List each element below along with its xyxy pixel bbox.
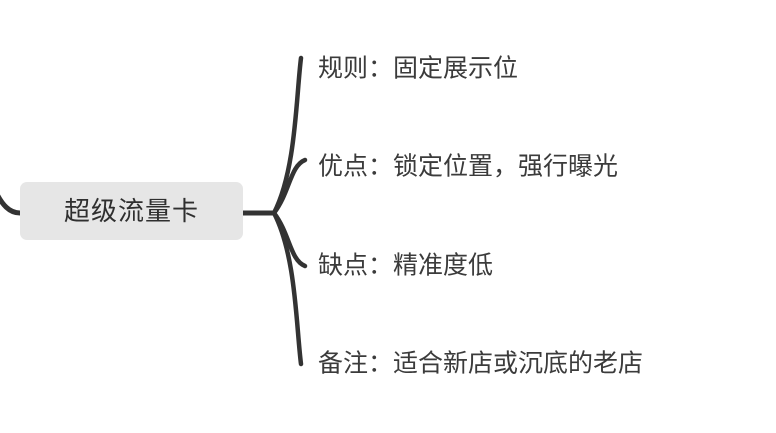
branch-node-label: 规则：固定展示位 — [318, 54, 519, 83]
branch-connector-0 — [271, 55, 304, 216]
branch-connector-2 — [271, 210, 308, 269]
root-node-label: 超级流量卡 — [63, 196, 199, 226]
branch-connector-1 — [271, 157, 308, 216]
incoming-parent-connector — [0, 194, 23, 216]
branch-node-disadvantage[interactable]: 缺点：精准度低 — [318, 251, 494, 280]
branch-node-rule[interactable]: 规则：固定展示位 — [318, 54, 519, 83]
branch-node-label: 备注：适合新店或沉底的老店 — [318, 349, 644, 378]
branch-node-label: 缺点：精准度低 — [318, 251, 494, 280]
branch-node-label: 优点：锁定位置，强行曝光 — [318, 152, 619, 181]
branch-node-advantage[interactable]: 优点：锁定位置，强行曝光 — [318, 152, 619, 181]
branch-connector-3 — [271, 210, 304, 367]
root-node[interactable]: 超级流量卡 — [20, 182, 243, 240]
branch-node-remark[interactable]: 备注：适合新店或沉底的老店 — [318, 349, 644, 378]
